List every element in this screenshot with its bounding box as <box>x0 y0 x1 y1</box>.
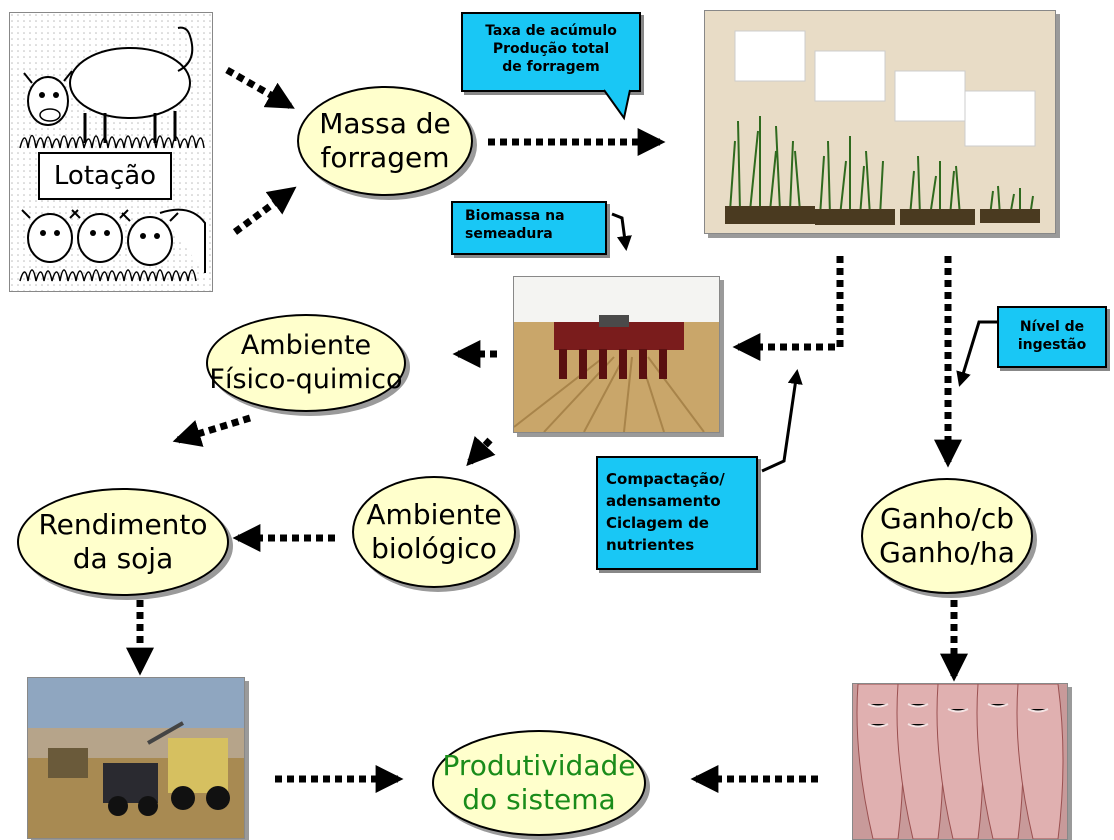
callout-taxa-de-acumulo: Taxa de acúmulo Produção total de forrag… <box>461 12 641 92</box>
meat-carcasses-photo <box>852 683 1068 840</box>
arrow-cow-to-massa <box>225 66 295 110</box>
callout-nivel-de-ingestao: Nível de ingestão <box>997 306 1107 368</box>
produtividade-line-2: do sistema <box>462 783 616 816</box>
pointer-compactacao <box>761 369 803 473</box>
callout-compactacao: Compactação/ adensamento Ciclagem de nut… <box>596 456 758 570</box>
arrow-grass-to-seeder <box>732 256 844 361</box>
taxa-line-1: Taxa de acúmulo <box>485 23 617 39</box>
callout-tail <box>603 88 631 121</box>
biologico-line-2: biológico <box>371 532 497 565</box>
massa-line-2: forragem <box>320 141 450 174</box>
grass-samples-photo <box>704 10 1056 234</box>
arrow-seeder-to-biologico <box>466 436 496 467</box>
nivel-line-1: Nível de <box>1019 319 1085 335</box>
ganho-line-1: Ganho/cb <box>879 502 1015 535</box>
compactacao-line-4: nutrientes <box>606 536 695 554</box>
taxa-line-3: de forragem <box>502 59 600 75</box>
biomassa-line-1: Biomassa na <box>465 208 565 224</box>
massa-line-1: Massa de <box>319 107 451 140</box>
compactacao-line-1: Compactação/ <box>606 470 725 488</box>
biologico-line-1: Ambiente <box>366 498 502 531</box>
lotacao-label: Lotação <box>38 152 172 200</box>
fisico-line-2: Físico-quimico <box>209 364 403 395</box>
seeder-photo <box>513 276 720 433</box>
pointer-nivel <box>956 320 998 387</box>
harvest-photo <box>27 677 245 839</box>
produtividade-line-1: Produtividade <box>442 749 636 782</box>
arrow-cows-to-massa <box>232 186 297 235</box>
compactacao-line-3: Ciclagem de <box>606 514 709 532</box>
nivel-line-2: ingestão <box>1017 337 1087 353</box>
compactacao-line-2: adensamento <box>606 492 721 510</box>
pointer-biomassa <box>611 212 632 251</box>
biomassa-line-2: semeadura <box>465 226 553 242</box>
rendimento-line-2: da soja <box>72 542 174 575</box>
fisico-line-1: Ambiente <box>240 330 372 361</box>
ganho-line-2: Ganho/ha <box>879 536 1015 569</box>
taxa-line-2: Produção total <box>492 41 610 57</box>
lotacao-text: Lotação <box>53 161 157 191</box>
rendimento-line-1: Rendimento <box>38 508 208 541</box>
callout-biomassa-na-semeadura: Biomassa na semeadura <box>451 201 607 255</box>
arrow-fisico-to-rendimento <box>172 414 252 447</box>
cattle-illustration <box>9 12 213 292</box>
